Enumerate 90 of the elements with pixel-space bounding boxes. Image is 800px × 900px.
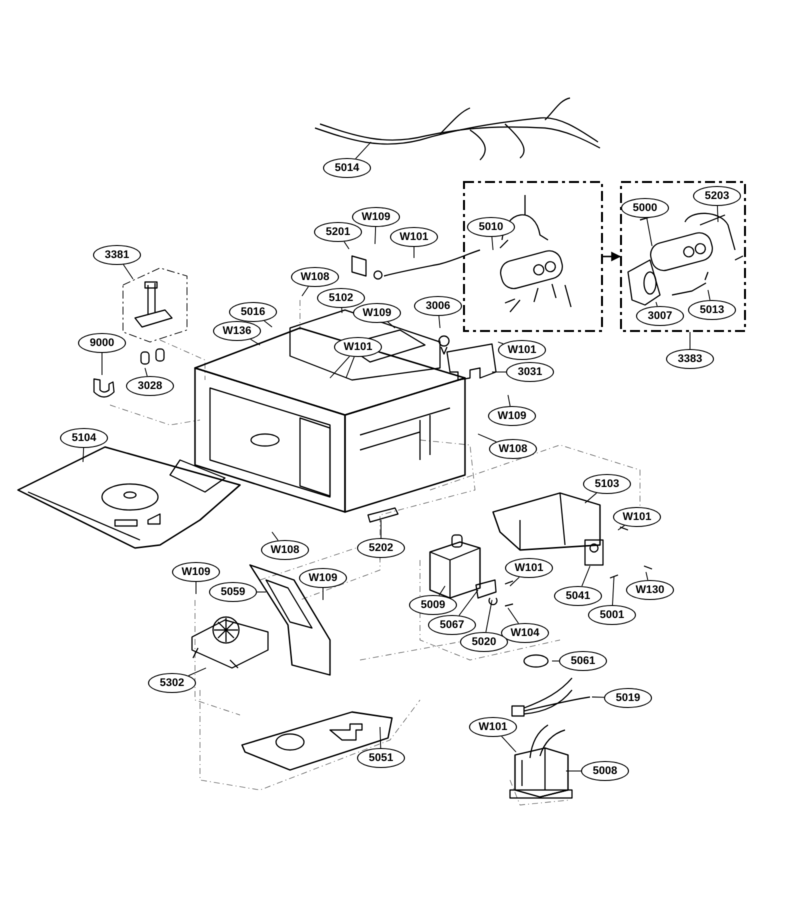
callout-number: 5008 [581, 761, 629, 781]
leader-line [355, 142, 372, 160]
leader-line [458, 590, 478, 616]
leader-line [612, 576, 614, 606]
callout-number: 5103 [583, 474, 631, 494]
callout-number: 5202 [357, 538, 405, 558]
leader-line [374, 226, 376, 244]
leader-line [387, 321, 396, 328]
callout-number: 3031 [506, 362, 554, 382]
callout-number: 5020 [460, 632, 508, 652]
leader-line [510, 576, 520, 586]
callout-number: W104 [501, 623, 549, 643]
callout-number: 5102 [317, 288, 365, 308]
callout-number: 5013 [688, 300, 736, 320]
leader-line [302, 286, 309, 296]
callout-number: W109 [352, 207, 400, 227]
callout-number: 3006 [414, 296, 462, 316]
leader-line [264, 320, 272, 328]
leader-line [646, 218, 652, 246]
leader-line [584, 492, 598, 504]
leader-line [581, 566, 590, 587]
arrow [603, 252, 621, 262]
callout-number: W101 [498, 340, 546, 360]
callout-number: 5203 [693, 186, 741, 206]
callout-number: 5104 [60, 428, 108, 448]
leader-line [380, 520, 382, 538]
dash-dot-group-frame [463, 181, 603, 332]
callout-number: 5010 [467, 217, 515, 237]
leader-line [508, 608, 519, 624]
callout-number: 5061 [559, 651, 607, 671]
callout-number: W109 [299, 568, 347, 588]
callout-number: 3007 [636, 306, 684, 326]
callout-number: 5041 [554, 586, 602, 606]
leader-line [438, 316, 440, 328]
leader-line [656, 302, 658, 307]
leader-line [592, 696, 605, 698]
callout-number: 5001 [588, 605, 636, 625]
leader-line [188, 668, 206, 676]
leader-line [566, 770, 582, 772]
leader-line [344, 241, 350, 250]
leader-line [716, 206, 718, 222]
leader-line [341, 308, 342, 314]
leader-line [346, 356, 355, 378]
callout-number: 3381 [93, 245, 141, 265]
leader-line [250, 338, 260, 346]
leader-line [122, 264, 134, 280]
callout-number: W101 [613, 507, 661, 527]
leader-line [82, 448, 84, 462]
callout-number: 5014 [323, 158, 371, 178]
leader-line [478, 434, 497, 442]
leader-line [618, 525, 625, 530]
leader-line [501, 736, 516, 752]
callout-number: W109 [353, 303, 401, 323]
leader-line [498, 342, 504, 344]
leader-line [552, 660, 560, 662]
callout-number: W108 [291, 267, 339, 287]
callout-number: W108 [489, 439, 537, 459]
callout-number: 3028 [126, 376, 174, 396]
leader-line [330, 356, 350, 378]
leader-line [708, 290, 710, 300]
callout-number: W109 [172, 562, 220, 582]
callout-number: W109 [488, 406, 536, 426]
callout-number: 5019 [604, 688, 652, 708]
leader-line [322, 588, 324, 600]
callout-number: 5201 [314, 222, 362, 242]
callout-number: W101 [390, 227, 438, 247]
leader-line [491, 236, 494, 250]
dash-dot-group-frame [620, 181, 746, 332]
callout-number: W108 [261, 540, 309, 560]
leader-line [508, 394, 511, 406]
leader-line [144, 368, 148, 377]
callout-number: 5000 [621, 198, 669, 218]
callout-number: 3383 [666, 349, 714, 369]
callout-number: W130 [626, 580, 674, 600]
callout-number: W101 [334, 337, 382, 357]
leader-line [272, 532, 279, 541]
callout-number: W101 [469, 717, 517, 737]
leader-line [438, 586, 446, 596]
leader-line [380, 726, 382, 748]
callout-number: 9000 [78, 333, 126, 353]
callout-number: W101 [505, 558, 553, 578]
leader-line [646, 572, 648, 580]
callout-number: 5016 [229, 302, 277, 322]
callout-number: 5059 [209, 582, 257, 602]
callout-number: 5009 [409, 595, 457, 615]
callout-number: 5051 [357, 748, 405, 768]
callout-number: W136 [213, 321, 261, 341]
leader-line [485, 600, 492, 632]
callout-number: 5302 [148, 673, 196, 693]
callout-number: 5067 [428, 615, 476, 635]
